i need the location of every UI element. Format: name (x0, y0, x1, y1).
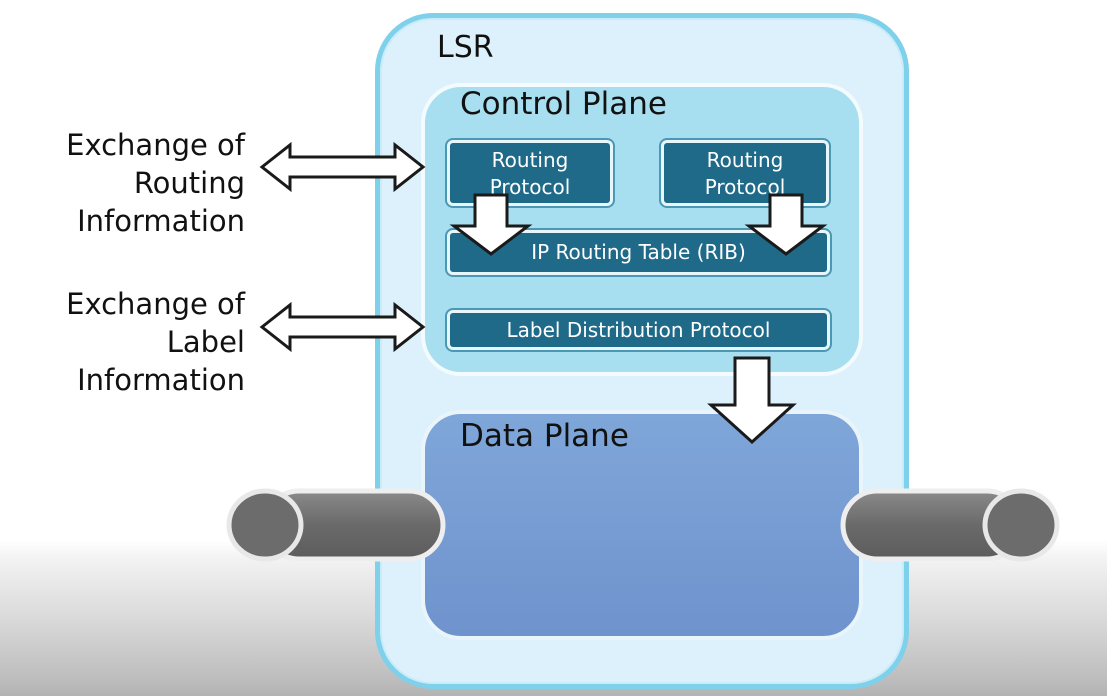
control-to-data-arrow (707, 356, 797, 445)
rp2-to-rib-arrow (744, 193, 828, 256)
rp1-to-rib-arrow (449, 193, 533, 256)
routing-exchange-line-3: Information (77, 204, 245, 238)
control-plane-title: Control Plane (460, 86, 667, 122)
ldp-box: Label Distribution Protocol (447, 310, 830, 350)
routing-exchange-double-arrow (259, 141, 426, 193)
routing-protocol-box-2: Routing Protocol (661, 140, 829, 206)
left-interface-pipe (226, 488, 446, 562)
label-exchange-double-arrow (259, 301, 426, 353)
routing-exchange-line-1: Exchange of (66, 128, 245, 162)
data-plane-box (421, 410, 863, 640)
lsr-title: LSR (437, 30, 494, 65)
label-exchange-line-1: Exchange of (66, 287, 245, 321)
label-exchange-line-2: Label (166, 325, 245, 359)
routing-protocol-2-line-1: Routing (706, 148, 784, 172)
label-exchange-line-3: Information (77, 363, 245, 397)
right-interface-pipe (840, 488, 1060, 562)
data-plane-title: Data Plane (460, 418, 629, 454)
routing-exchange-line-2: Routing (133, 166, 245, 200)
routing-exchange-label: Exchange of Routing Information (0, 126, 245, 240)
label-exchange-label: Exchange of Label Information (0, 285, 245, 399)
routing-protocol-1-line-1: Routing (491, 148, 569, 172)
